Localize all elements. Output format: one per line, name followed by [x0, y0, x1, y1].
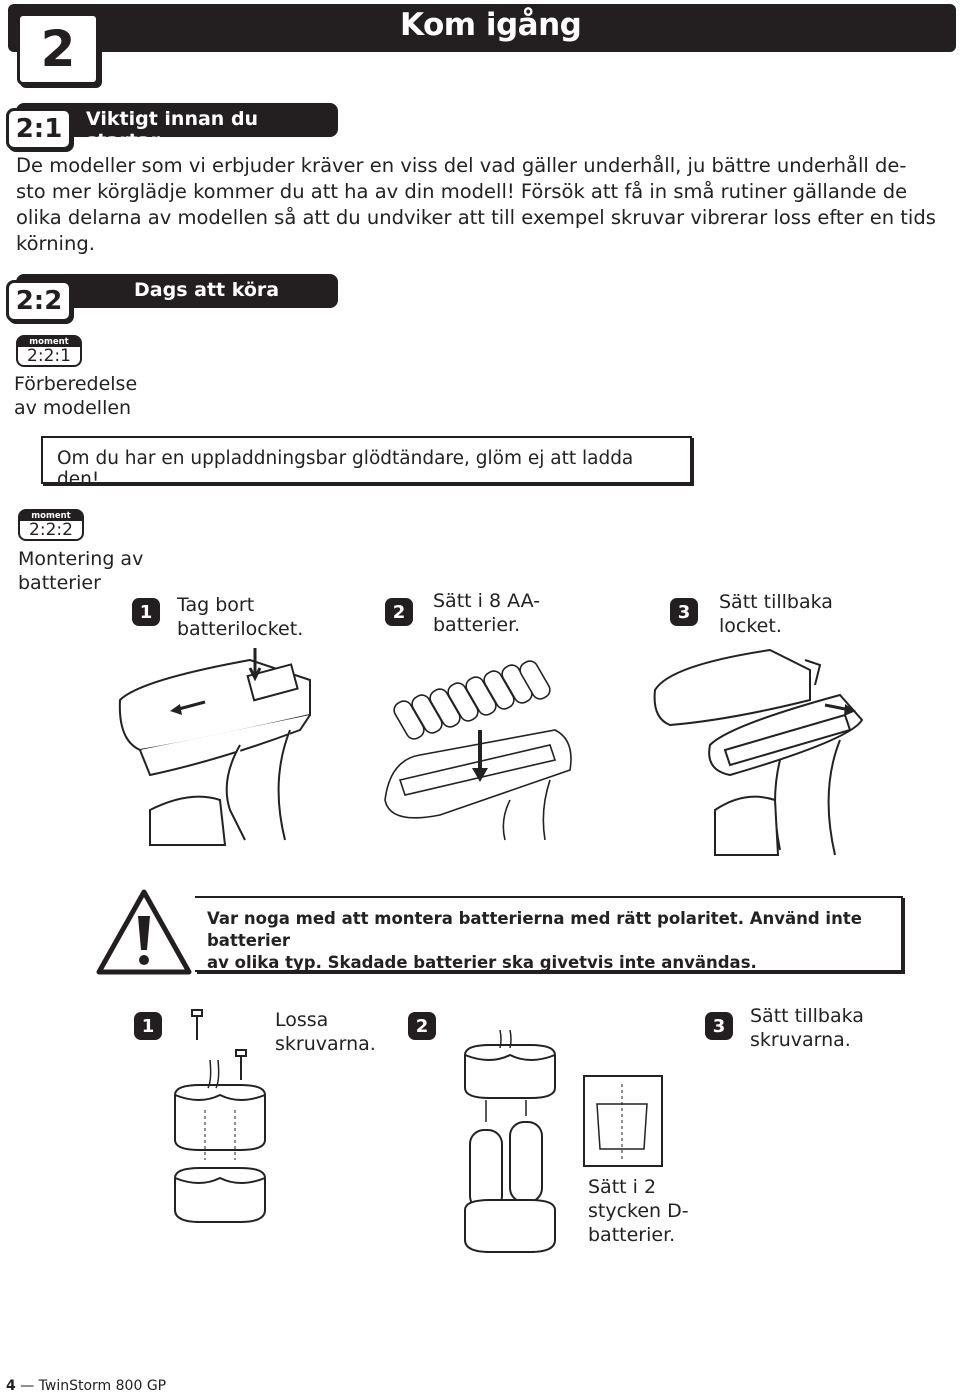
paragraph-line: De modeller som vi erbjuder kräver en vi… [16, 154, 907, 177]
step-text: Sätt tillbaka locket. [719, 590, 833, 638]
moment-title: Förberedelse av modellen [14, 372, 137, 420]
step-text-line: batterier. [433, 614, 521, 636]
step-text-line: skruvarna. [275, 1033, 376, 1055]
transmitter-replace-lid-illustration [653, 648, 864, 856]
step-number: 2 [385, 598, 413, 626]
step-number: 1 [132, 598, 160, 626]
d-battery-caption: Sätt i 2 stycken D- batterier. [588, 1175, 689, 1247]
insert-aa-batteries-illustration [384, 660, 572, 841]
page-footer: 4 — TwinStorm 800 GP [6, 1378, 166, 1394]
paragraph-line: körning. [16, 232, 95, 255]
moment-title-line: av modellen [14, 397, 132, 419]
warning-line: av olika typ. Skadade batterier ska give… [207, 953, 757, 972]
footer-product-name: TwinStorm 800 GP [38, 1378, 167, 1394]
footer-separator: — [20, 1378, 35, 1394]
step-number: 2 [408, 1012, 436, 1040]
moment-badge-label: moment [18, 337, 80, 347]
replace-screws-illustration [583, 1075, 663, 1167]
step-text-line: batterilocket. [177, 618, 304, 640]
battery-holder-screws-illustration [174, 1009, 266, 1223]
moment-badge: moment 2:2:1 [16, 335, 82, 367]
page-number: 4 [6, 1378, 16, 1394]
moment-number: 2:2:1 [27, 346, 71, 366]
chapter-header-bar [8, 4, 956, 52]
section-number: 2:2 [6, 280, 72, 322]
transmitter-remove-lid-illustration [118, 648, 311, 846]
warning-line: Var noga med att montera batterierna med… [207, 909, 862, 950]
moment-badge: moment 2:2:2 [18, 509, 84, 541]
section-title: Viktigt innan du startar [86, 108, 259, 152]
step-text-line: Sätt tillbaka [719, 591, 833, 613]
step-text-line: Sätt i 8 AA- [433, 590, 541, 612]
moment-number: 2:2:2 [29, 520, 73, 540]
step-text-line: skruvarna. [750, 1029, 851, 1051]
step-text-line: Lossa [275, 1009, 329, 1031]
moment-title: Montering av batterier [18, 547, 143, 595]
intro-paragraph: De modeller som vi erbjuder kräver en vi… [16, 153, 936, 257]
glow-plug-note: Om du har en uppladdningsbar glödtändare… [41, 436, 692, 490]
warning-triangle-icon [96, 889, 192, 975]
caption-line: batterier. [588, 1224, 676, 1246]
caption-line: stycken D- [588, 1200, 689, 1222]
section-number: 2:1 [6, 108, 72, 150]
paragraph-line: sto mer körglädje kommer du att ha av di… [16, 180, 908, 203]
step-number: 1 [134, 1012, 162, 1040]
step-number: 3 [705, 1012, 733, 1040]
step-number: 3 [670, 598, 698, 626]
step-text-line: Sätt tillbaka [750, 1005, 864, 1027]
moment-title-line: Montering av [18, 548, 144, 570]
step-text: Sätt tillbaka skruvarna. [750, 1004, 864, 1052]
section-title: Dags att köra [134, 279, 280, 301]
moment-badge-label: moment [20, 511, 82, 521]
step-text: Sätt i 8 AA- batterier. [433, 589, 540, 637]
step-text: Tag bort batterilocket. [177, 593, 303, 641]
paragraph-line: olika delarna av modellen så att du undv… [16, 206, 936, 229]
step-text-line: Tag bort [177, 594, 255, 616]
caption-line: Sätt i 2 [588, 1176, 657, 1198]
step-text: Lossa skruvarna. [275, 1008, 376, 1056]
chapter-title: Kom igång [400, 7, 582, 43]
insert-d-batteries-illustration [464, 1029, 556, 1253]
chapter-number: 2 [17, 13, 99, 85]
moment-title-line: batterier [18, 572, 101, 594]
polarity-warning: Var noga med att montera batterierna med… [195, 896, 903, 972]
step-text-line: locket. [719, 615, 782, 637]
moment-title-line: Förberedelse [14, 373, 138, 395]
